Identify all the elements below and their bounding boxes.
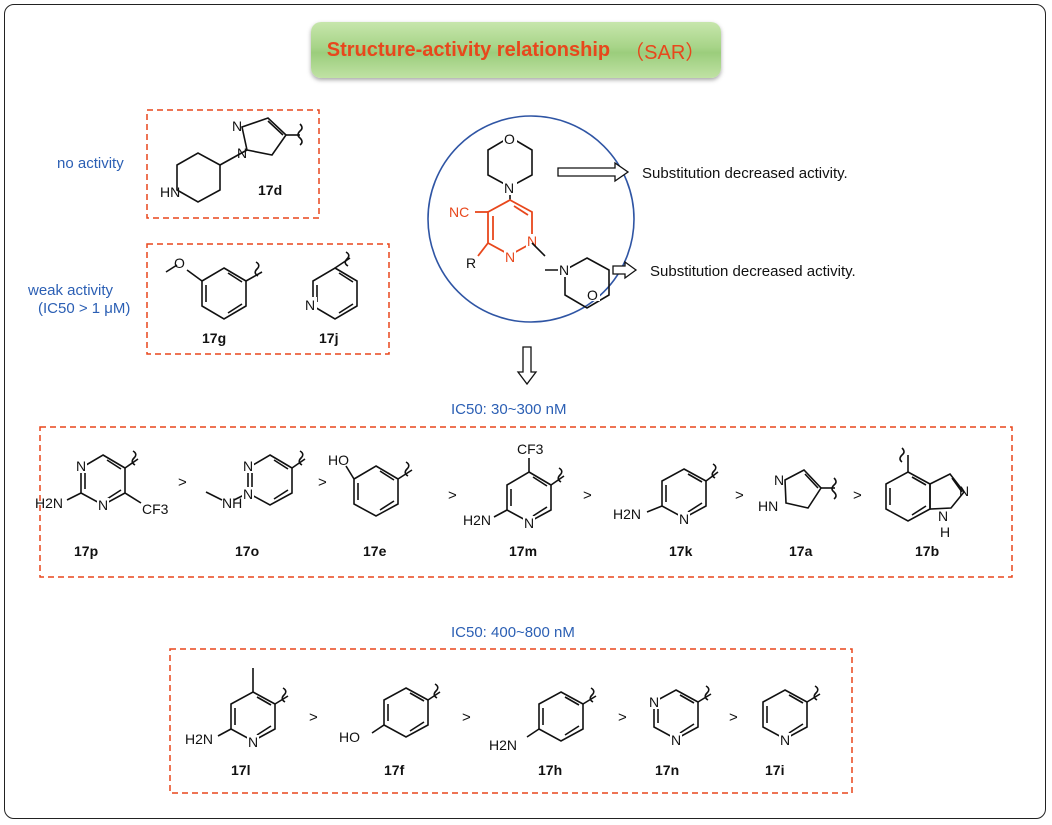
structure-17i: [762, 685, 821, 740]
17h-h2n: H2N: [489, 737, 517, 753]
structure-17j: [312, 251, 358, 320]
17d-n1: N: [232, 118, 242, 134]
label-17d: 17d: [258, 182, 282, 198]
label-17j: 17j: [319, 330, 338, 346]
structure-17m: [493, 458, 565, 523]
gt-9: >: [618, 709, 627, 726]
label-17p: 17p: [74, 543, 98, 559]
title-banner: Structure-activity relationship （SAR）: [311, 22, 721, 78]
weak-activity-ic50: (IC50 > 1 μM): [38, 300, 131, 317]
17d-hn: HN: [160, 184, 180, 200]
core-r: R: [466, 255, 476, 271]
structure-17f: [371, 683, 441, 738]
figure-frame: [4, 4, 1046, 819]
17j-n: N: [305, 297, 315, 313]
gt-8: >: [462, 709, 471, 726]
17p-cf3: CF3: [142, 501, 169, 517]
gt-7: >: [309, 709, 318, 726]
label-17h: 17h: [538, 762, 562, 778]
core-cn: NC: [449, 204, 469, 220]
17l-h2n: H2N: [185, 731, 213, 747]
gt-5: >: [735, 487, 744, 504]
label-17b: 17b: [915, 543, 939, 559]
17l-n: N: [248, 734, 258, 750]
note-top: Substitution decreased activity.: [642, 165, 848, 182]
17n-n1: N: [649, 694, 659, 710]
17g-o: O: [174, 255, 185, 271]
17m-cf3: CF3: [517, 441, 544, 457]
gt-3: >: [448, 487, 457, 504]
gt-1: >: [178, 474, 187, 491]
label-17o: 17o: [235, 543, 259, 559]
core-morph2-n: N: [559, 262, 569, 278]
label-17l: 17l: [231, 762, 250, 778]
label-17g: 17g: [202, 330, 226, 346]
note-arrows: [516, 161, 638, 386]
17n-n2: N: [671, 732, 681, 748]
17m-n: N: [524, 515, 534, 531]
core-structure: [487, 136, 610, 309]
gt-4: >: [583, 487, 592, 504]
structure-17d: [176, 117, 303, 203]
structure-17o: [205, 450, 306, 506]
17o-n2: N: [243, 486, 253, 502]
weak-activity-label: weak activity: [28, 282, 114, 299]
17p-n1: N: [76, 458, 86, 474]
core-morph1-n: N: [504, 180, 514, 196]
structure-17n: [653, 685, 712, 740]
17b-n: N: [959, 483, 969, 499]
17o-n1: N: [243, 458, 253, 474]
17p-n2: N: [98, 497, 108, 513]
17o-nh: NH: [222, 495, 242, 511]
range-upper: IC50: 30~300 nM: [451, 401, 567, 418]
gt-6: >: [853, 487, 862, 504]
label-17m: 17m: [509, 543, 537, 559]
structure-17g: [165, 261, 263, 320]
gt-10: >: [729, 709, 738, 726]
core-n1: N: [505, 249, 515, 265]
gt-2: >: [318, 474, 327, 491]
no-activity-box: [146, 109, 320, 219]
structure-17h: [526, 687, 597, 742]
17k-n: N: [679, 511, 689, 527]
core-n3: N: [527, 233, 537, 249]
17p-h2n: H2N: [35, 495, 63, 511]
structure-17l: [217, 668, 289, 742]
note-bottom: Substitution decreased activity.: [650, 263, 856, 280]
17a-hn: HN: [758, 498, 778, 514]
core-pyrimidine: [475, 198, 533, 257]
lower-range-box: [169, 648, 853, 794]
label-17n: 17n: [655, 762, 679, 778]
core-morph1-o: O: [504, 131, 515, 147]
weak-activity-box: [146, 243, 390, 355]
range-lower: IC50: 400~800 nM: [451, 624, 575, 641]
17k-h2n: H2N: [613, 506, 641, 522]
17a-n: N: [774, 472, 784, 488]
17m-h2n: H2N: [463, 512, 491, 528]
structure-17e: [345, 461, 413, 517]
core-morph2-o: O: [587, 287, 598, 303]
title-text: Structure-activity relationship: [326, 38, 611, 61]
17f-ho: HO: [339, 729, 360, 745]
label-17i: 17i: [765, 762, 784, 778]
17b-n2: N: [938, 508, 948, 524]
label-17f: 17f: [384, 762, 405, 778]
core-highlight-circle: [427, 115, 635, 323]
label-17e: 17e: [363, 543, 387, 559]
structure-17k: [646, 463, 719, 519]
title-abbr: （SAR）: [624, 41, 706, 64]
upper-range-box: [39, 426, 1013, 578]
label-17a: 17a: [789, 543, 813, 559]
label-17k: 17k: [669, 543, 693, 559]
17i-n: N: [780, 732, 790, 748]
structure-17b: [885, 447, 966, 522]
structure-17a: [784, 469, 837, 509]
17d-n2: N: [237, 145, 247, 161]
17b-h: H: [940, 524, 950, 540]
17e-ho: HO: [328, 452, 349, 468]
no-activity-label: no activity: [57, 155, 124, 172]
